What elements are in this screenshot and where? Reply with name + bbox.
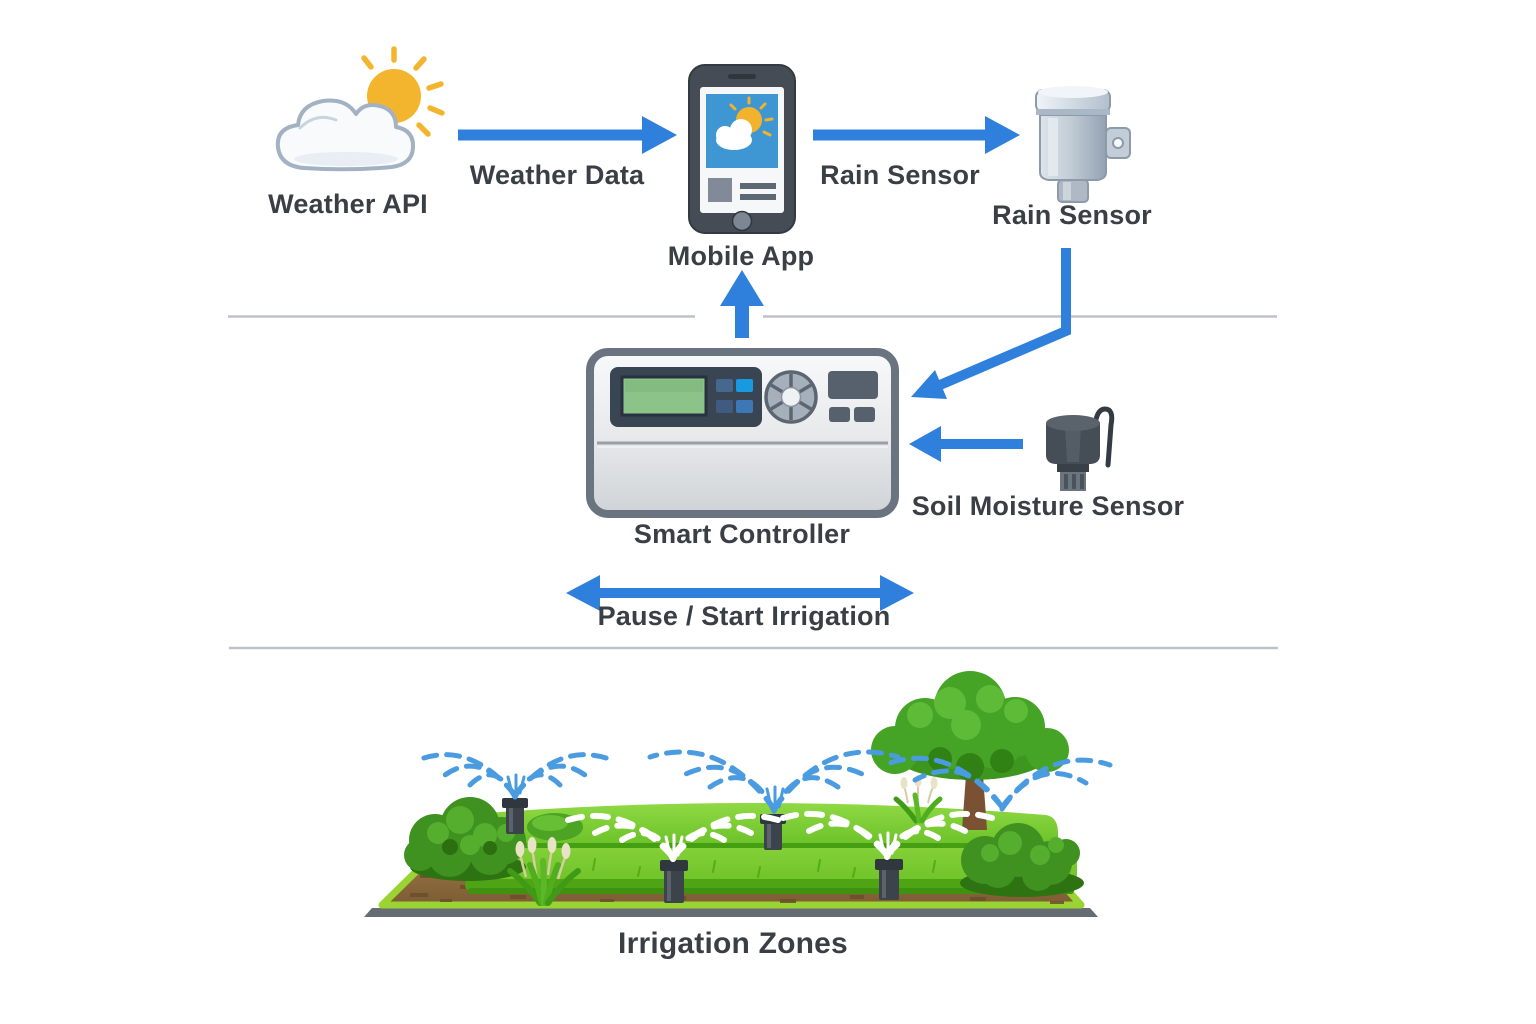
sensor-spout (1057, 179, 1089, 203)
rain-to-controller-connector (911, 248, 1071, 399)
cloud (275, 98, 416, 172)
mobile-app-label: Mobile App (667, 241, 815, 271)
grass-tuft-right (893, 775, 943, 824)
controller-key (829, 407, 850, 422)
soil-to-controller-arrow (909, 426, 1023, 462)
controller-to-app-arrow (720, 270, 764, 338)
grass-tuft-left (507, 837, 581, 906)
soil-moisture-sensor-icon (1035, 403, 1130, 503)
weather-data-flow-label: Weather Data (469, 160, 645, 190)
weather-api-label: Weather API (268, 189, 428, 219)
phone-home-button (731, 210, 753, 232)
rain-sensor-arrow (813, 116, 1020, 154)
garden-sprinklers-illustration (350, 655, 1113, 945)
sprinkler-head (875, 859, 903, 900)
bush-right (960, 823, 1084, 897)
controller-display (828, 371, 878, 399)
app-text-line (740, 183, 776, 189)
app-text-line (740, 194, 776, 200)
bed-base (364, 908, 1098, 917)
phone-speaker (728, 74, 756, 79)
water-jet-blue (506, 773, 785, 809)
controller-buttons (716, 379, 753, 413)
sprinkler-head (502, 798, 528, 834)
soil-moisture-sensor-label: Soil Moisture Sensor (911, 491, 1185, 521)
irrigation-controller-icon (585, 347, 900, 519)
controller-dial (764, 370, 818, 424)
smartphone-icon (687, 63, 797, 235)
weather-data-arrow (458, 116, 677, 154)
smart-controller-label: Smart Controller (633, 519, 851, 549)
rain-sensor-flow-label: Rain Sensor (820, 160, 980, 190)
pause-start-arrow (566, 575, 914, 611)
sprinkler-head (660, 860, 688, 903)
pause-start-irrigation-label: Pause / Start Irrigation (597, 601, 891, 631)
irrigation-zones-label: Irrigation Zones (618, 927, 848, 960)
controller-key (854, 407, 875, 422)
app-thumbnail (708, 178, 732, 202)
water-spray-blue (415, 749, 1113, 814)
weather-app-card (706, 94, 778, 168)
water-jet (664, 831, 898, 857)
rain-sensor-icon (1022, 80, 1134, 208)
sensor-wire (1092, 406, 1115, 468)
rain-sensor-label: Rain Sensor (992, 200, 1152, 230)
cloud-sun-icon (266, 46, 446, 182)
